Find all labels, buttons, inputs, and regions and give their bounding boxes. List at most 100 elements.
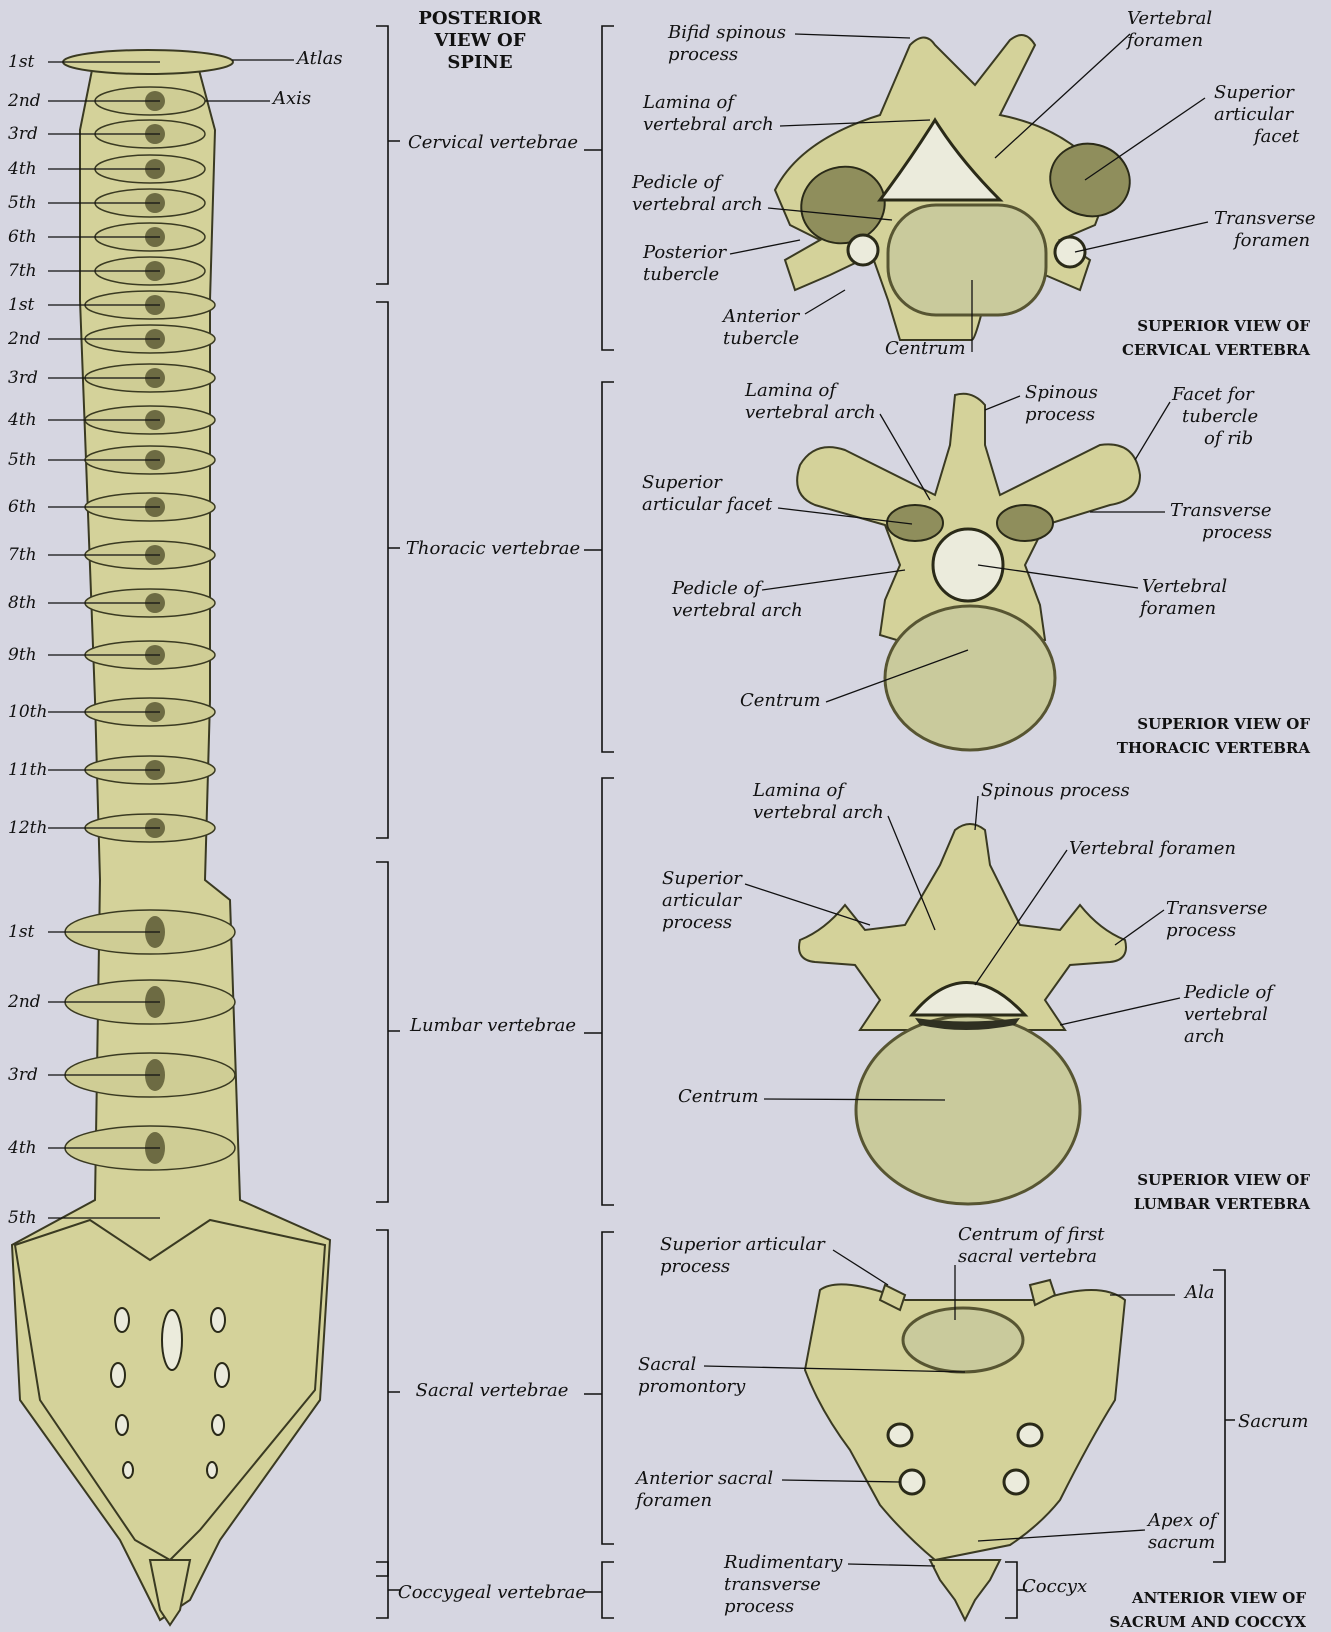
svg-text:process: process bbox=[668, 44, 738, 65]
cervical-number-4-label: 4th bbox=[7, 159, 37, 179]
svg-text:LUMBAR VERTEBRA: LUMBAR VERTEBRA bbox=[1134, 1195, 1310, 1213]
svg-text:promontory: promontory bbox=[638, 1376, 746, 1397]
svg-text:Posterior: Posterior bbox=[642, 242, 728, 263]
svg-text:process: process bbox=[1166, 920, 1236, 941]
thoracic-number-6-label: 6th bbox=[8, 497, 37, 517]
svg-text:Superior articular: Superior articular bbox=[660, 1234, 826, 1255]
svg-text:Apex of: Apex of bbox=[1146, 1510, 1220, 1531]
svg-text:Anterior sacral: Anterior sacral bbox=[634, 1468, 773, 1489]
svg-text:sacral vertebra: sacral vertebra bbox=[958, 1246, 1097, 1267]
cervical-region-label: Cervical vertebrae bbox=[408, 132, 578, 153]
svg-text:vertebral arch: vertebral arch bbox=[745, 402, 876, 423]
svg-text:Sacral: Sacral bbox=[638, 1354, 696, 1375]
svg-text:sacrum: sacrum bbox=[1148, 1532, 1215, 1553]
svg-text:Centrum: Centrum bbox=[885, 338, 966, 359]
svg-text:Lamina of: Lamina of bbox=[642, 92, 737, 113]
lumbar-caption: SUPERIOR VIEW OF bbox=[1137, 1171, 1310, 1189]
thoracic-number-2-label: 2nd bbox=[7, 329, 41, 349]
thoracic-number-1-label: 1st bbox=[8, 295, 35, 315]
svg-text:Spinous: Spinous bbox=[1025, 382, 1098, 403]
svg-text:of rib: of rib bbox=[1204, 428, 1253, 449]
svg-text:Transverse: Transverse bbox=[1170, 500, 1272, 521]
thoracic-number-9-label: 9th bbox=[8, 645, 37, 665]
svg-text:Lamina of: Lamina of bbox=[752, 780, 847, 801]
svg-text:vertebral: vertebral bbox=[1184, 1004, 1268, 1025]
svg-text:Pedicle of: Pedicle of bbox=[631, 172, 724, 193]
thoracic-number-12-label: 12th bbox=[8, 818, 47, 838]
thoracic-region-label: Thoracic vertebrae bbox=[406, 538, 580, 559]
svg-text:Rudimentary: Rudimentary bbox=[723, 1552, 843, 1573]
lumbar-number-5-label: 5th bbox=[8, 1208, 37, 1228]
svg-text:tubercle: tubercle bbox=[723, 328, 799, 349]
svg-text:Coccyx: Coccyx bbox=[1022, 1576, 1087, 1597]
lumbar-number-4-label: 4th bbox=[7, 1138, 37, 1158]
cervical-number-6-label: 6th bbox=[8, 227, 37, 247]
lumbar-number-3-label: 3rd bbox=[8, 1065, 38, 1085]
svg-text:process: process bbox=[1202, 522, 1272, 543]
svg-text:foramen: foramen bbox=[634, 1490, 712, 1511]
svg-text:foramen: foramen bbox=[1138, 598, 1216, 619]
svg-text:THORACIC VERTEBRA: THORACIC VERTEBRA bbox=[1117, 739, 1311, 757]
cervical-number-7-label: 7th bbox=[8, 261, 37, 281]
svg-text:vertebral arch: vertebral arch bbox=[753, 802, 884, 823]
svg-text:Centrum: Centrum bbox=[678, 1086, 759, 1107]
cervical-number-2-label: 2nd bbox=[7, 91, 41, 111]
svg-text:articular facet: articular facet bbox=[642, 494, 773, 515]
svg-text:Lamina of: Lamina of bbox=[744, 380, 839, 401]
svg-text:vertebral arch: vertebral arch bbox=[632, 194, 763, 215]
svg-text:transverse: transverse bbox=[724, 1574, 821, 1595]
svg-text:process: process bbox=[662, 912, 732, 933]
thoracic-number-4-label: 4th bbox=[7, 410, 37, 430]
spine-title: POSTERIOR VIEW OF SPINE bbox=[418, 8, 542, 73]
cervical-vertebra-illustration bbox=[775, 35, 1138, 340]
svg-text:facet: facet bbox=[1252, 126, 1300, 147]
cervical-number-3-label: 3rd bbox=[8, 124, 38, 144]
svg-text:Spinous process: Spinous process bbox=[981, 780, 1130, 801]
svg-text:vertebral arch: vertebral arch bbox=[672, 600, 803, 621]
atlas-label: Atlas bbox=[295, 48, 343, 69]
thoracic-number-11-label: 11th bbox=[8, 760, 47, 780]
svg-text:Bifid spinous: Bifid spinous bbox=[667, 22, 786, 43]
lumbar-region-label: Lumbar vertebrae bbox=[409, 1015, 576, 1036]
svg-text:CERVICAL VERTEBRA: CERVICAL VERTEBRA bbox=[1122, 341, 1310, 359]
svg-text:Centrum: Centrum bbox=[740, 690, 821, 711]
svg-text:Pedicle of: Pedicle of bbox=[1183, 982, 1276, 1003]
svg-text:Facet for: Facet for bbox=[1171, 384, 1255, 405]
svg-text:foramen: foramen bbox=[1232, 230, 1310, 251]
svg-text:Transverse: Transverse bbox=[1214, 208, 1316, 229]
sacral-region-label: Sacral vertebrae bbox=[416, 1380, 569, 1401]
thoracic-vertebra-illustration bbox=[797, 394, 1140, 750]
svg-text:POSTERIOR: POSTERIOR bbox=[418, 8, 542, 29]
svg-text:SACRUM AND COCCYX: SACRUM AND COCCYX bbox=[1109, 1613, 1306, 1631]
svg-text:VIEW OF: VIEW OF bbox=[433, 30, 525, 51]
svg-text:Anterior: Anterior bbox=[721, 306, 801, 327]
svg-text:process: process bbox=[660, 1256, 730, 1277]
cervical-number-5-label: 5th bbox=[8, 193, 37, 213]
svg-text:SPINE: SPINE bbox=[447, 52, 512, 73]
thoracic-number-7-label: 7th bbox=[8, 545, 37, 565]
svg-text:tubercle: tubercle bbox=[1182, 406, 1258, 427]
cervical-number-1-label: 1st bbox=[8, 52, 35, 72]
thoracic-number-10-label: 10th bbox=[8, 702, 47, 722]
region-labels: Cervical vertebrae Thoracic vertebrae Lu… bbox=[398, 132, 586, 1603]
svg-text:Vertebral: Vertebral bbox=[1142, 576, 1227, 597]
svg-text:Ala: Ala bbox=[1183, 1282, 1215, 1303]
svg-text:Vertebral foramen: Vertebral foramen bbox=[1069, 838, 1236, 859]
svg-text:Sacrum: Sacrum bbox=[1238, 1411, 1308, 1432]
axis-label: Axis bbox=[271, 88, 311, 109]
sacrum-illustration bbox=[805, 1280, 1125, 1620]
svg-text:vertebral arch: vertebral arch bbox=[643, 114, 774, 135]
svg-text:arch: arch bbox=[1184, 1026, 1225, 1047]
cervical-caption: SUPERIOR VIEW OF bbox=[1137, 317, 1310, 335]
svg-text:tubercle: tubercle bbox=[643, 264, 719, 285]
thoracic-number-5-label: 5th bbox=[8, 450, 37, 470]
thoracic-number-3-label: 3rd bbox=[8, 368, 38, 388]
svg-text:Superior: Superior bbox=[642, 472, 723, 493]
thoracic-caption: SUPERIOR VIEW OF bbox=[1137, 715, 1310, 733]
svg-text:Pedicle of: Pedicle of bbox=[671, 578, 764, 599]
svg-text:foramen: foramen bbox=[1125, 30, 1203, 51]
svg-text:Superior: Superior bbox=[662, 868, 743, 889]
lumbar-vertebra-illustration bbox=[799, 824, 1126, 1204]
coccygeal-region-label: Coccygeal vertebrae bbox=[398, 1582, 586, 1603]
